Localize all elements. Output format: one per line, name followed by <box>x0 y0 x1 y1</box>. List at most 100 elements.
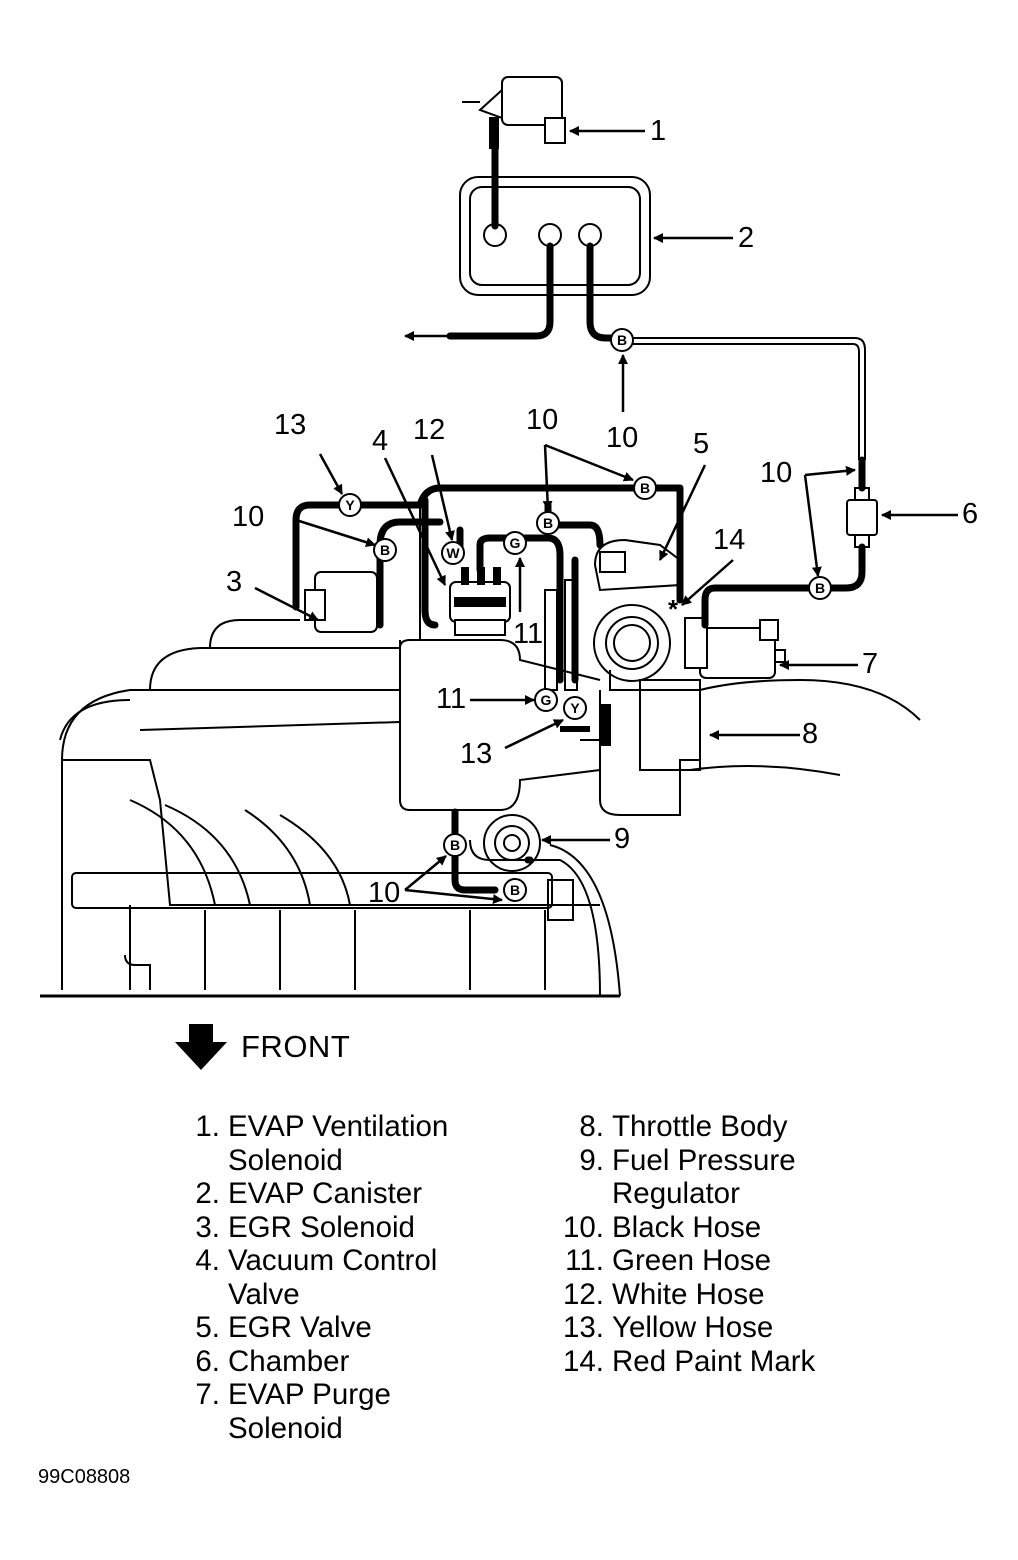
legend-item: 14.Red Paint Mark <box>558 1345 815 1379</box>
yellow-hose-marker: Y <box>563 696 587 720</box>
callout-2: 2 <box>738 222 755 254</box>
legend-text: Chamber <box>228 1344 350 1378</box>
callout-10: 10 <box>368 877 401 909</box>
svg-text:W: W <box>446 545 460 561</box>
evap-canister <box>459 176 651 296</box>
legend-item: 11.Green Hose <box>558 1244 815 1278</box>
legend-number: 6. <box>195 1344 220 1378</box>
black-hose-marker: B <box>633 476 657 500</box>
legend-item: 8.Throttle Body <box>558 1110 815 1144</box>
yellow-hose-marker: Y <box>338 493 362 517</box>
legend-text: Solenoid <box>228 1411 343 1445</box>
svg-text:G: G <box>541 692 552 708</box>
legend-number: 3. <box>195 1210 220 1244</box>
legend-text: EGR Solenoid <box>228 1210 415 1244</box>
black-hose-marker: B <box>536 511 560 535</box>
green-hose-marker: G <box>534 688 558 712</box>
callout-14: 14 <box>713 524 746 556</box>
legend-text: Valve <box>228 1277 300 1311</box>
callout-1: 1 <box>650 115 667 147</box>
legend-text: Yellow Hose <box>612 1311 774 1344</box>
front-label: FRONT <box>241 1029 351 1064</box>
legend-number: 4. <box>195 1244 220 1277</box>
callout-4: 4 <box>372 425 389 457</box>
black-hose-marker: B <box>373 538 397 562</box>
svg-text:B: B <box>450 837 460 853</box>
callout-10: 10 <box>232 501 265 533</box>
black-hose-marker: B <box>443 833 467 857</box>
callout-10: 10 <box>606 422 639 454</box>
legend-item: 12.White Hose <box>558 1278 815 1312</box>
callout-13: 13 <box>460 738 493 770</box>
legend-number: 14. <box>562 1344 604 1378</box>
svg-text:B: B <box>640 480 650 496</box>
svg-text:B: B <box>510 882 520 898</box>
legend-text: Regulator <box>612 1177 740 1210</box>
legend-text: EGR Valve <box>228 1311 372 1344</box>
svg-text:B: B <box>380 542 390 558</box>
callout-13: 13 <box>274 409 307 441</box>
egr-valve <box>593 538 681 592</box>
callout-3: 3 <box>226 566 243 598</box>
chamber <box>846 487 878 548</box>
legend-text: EVAP Canister <box>228 1177 423 1210</box>
callout-7: 7 <box>862 648 879 680</box>
figure-id: 99C08808 <box>38 1466 131 1488</box>
svg-text:G: G <box>510 535 521 551</box>
green-hose-marker: G <box>503 531 527 555</box>
legend-number: 9. <box>579 1143 604 1177</box>
legend-number: 7. <box>195 1378 220 1411</box>
callout-5: 5 <box>693 428 710 460</box>
legend-text: Green Hose <box>612 1244 772 1277</box>
legend-text: Vacuum Control <box>228 1244 438 1277</box>
red-paint-mark-symbol: * <box>668 594 679 624</box>
callout-arrows <box>254 126 958 905</box>
evap-ventilation-solenoid <box>462 76 566 149</box>
svg-text:B: B <box>815 580 825 596</box>
callout-8: 8 <box>802 718 819 750</box>
callout-6: 6 <box>962 498 979 530</box>
svg-text:Y: Y <box>570 700 580 716</box>
legend-number: 11. <box>565 1244 604 1277</box>
legend-text: Fuel Pressure <box>612 1143 796 1177</box>
legend-text: EVAP Purge <box>228 1378 391 1411</box>
callout-10: 10 <box>526 404 559 436</box>
legend-number: 2. <box>195 1177 220 1210</box>
legend-item: 13.Yellow Hose <box>558 1311 815 1345</box>
legend-item: 2.EVAP Canister <box>174 1177 448 1211</box>
callout-9: 9 <box>614 823 631 855</box>
callout-12: 12 <box>413 414 446 446</box>
egr-solenoid <box>304 571 378 633</box>
svg-text:B: B <box>617 332 627 348</box>
svg-text:B: B <box>543 515 553 531</box>
legend-number: 10. <box>562 1210 604 1244</box>
legend-text: Black Hose <box>612 1210 762 1244</box>
white-hose-marker: W <box>441 541 465 565</box>
legend-item: 3.EGR Solenoid <box>174 1211 448 1245</box>
engine-outline <box>40 604 921 998</box>
evap-purge-solenoid <box>684 617 786 679</box>
callout-11: 11 <box>513 618 544 650</box>
down-arrow-icon <box>175 1024 227 1070</box>
front-indicator: FRONT <box>175 1024 350 1070</box>
legend-item: 6.Chamber <box>174 1345 448 1379</box>
hose-markers: B B B B B B B Y Y W G G <box>338 328 832 902</box>
black-hose-marker: B <box>610 328 634 352</box>
legend-text: Red Paint Mark <box>612 1344 816 1378</box>
svg-text:Y: Y <box>345 497 355 513</box>
vacuum-hose-diagram: B B B B B B B Y Y W G G * <box>40 76 958 998</box>
legend-text: Solenoid <box>228 1143 343 1177</box>
legend-item: 5.EGR Valve <box>174 1311 448 1345</box>
legend-item: 10.Black Hose <box>558 1211 815 1245</box>
callout-10: 10 <box>760 457 793 489</box>
legend-text: Throttle Body <box>612 1110 788 1143</box>
legend-text: EVAP Ventilation <box>228 1110 449 1143</box>
black-hose-marker: B <box>808 576 832 600</box>
callout-11: 11 <box>436 683 467 715</box>
